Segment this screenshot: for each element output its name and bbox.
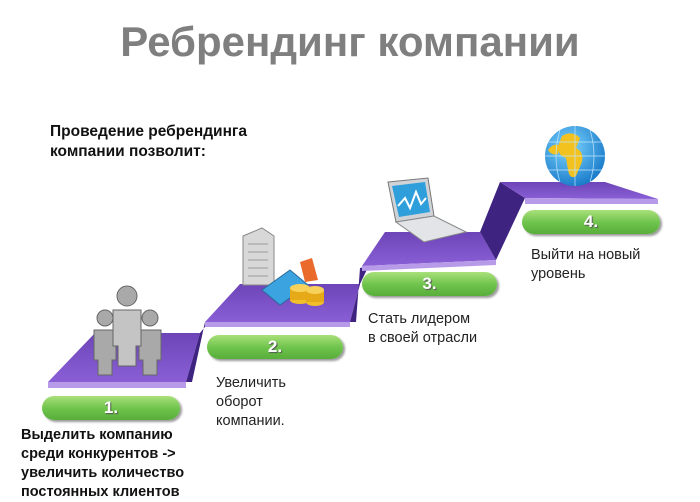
- desc-line: постоянных клиентов: [21, 484, 180, 500]
- desc-line: среди конкурентов ->: [21, 446, 176, 462]
- globe-icon: [545, 126, 605, 186]
- building-money-icon: [242, 227, 324, 306]
- step-1-badge: 1.: [42, 396, 180, 420]
- step-3-platform: [362, 232, 496, 266]
- desc-line: в своей отрасли: [368, 330, 478, 346]
- step-3-badge: 3.: [362, 272, 497, 296]
- step-3-edge: [362, 260, 496, 271]
- step-1-description: Выделить компанию среди конкурентов -> у…: [21, 426, 184, 502]
- step-3-description: Стать лидером в своей отрасли: [368, 310, 477, 348]
- step-4-badge: 4.: [522, 210, 660, 234]
- riser-1: [186, 284, 240, 382]
- desc-line: увеличить количество: [21, 465, 185, 481]
- step-2-description: Увеличить оборот компании.: [216, 374, 286, 431]
- riser-2: [350, 232, 385, 322]
- desc-line: Стать лидером: [368, 311, 471, 327]
- step-4-platform: [500, 182, 658, 199]
- desc-line: уровень: [531, 266, 586, 282]
- step-4-edge: [525, 198, 658, 204]
- desc-line: оборот: [216, 394, 263, 410]
- step-1-edge: [48, 382, 186, 388]
- desc-line: Увеличить: [216, 375, 286, 391]
- subtitle-line: компании позволит:: [50, 143, 206, 160]
- desc-line: Выделить компанию: [21, 427, 173, 443]
- subtitle: Проведение ребрендинга компании позволит…: [50, 122, 247, 162]
- riser-3: [480, 182, 525, 260]
- desc-line: Выйти на новый: [531, 247, 641, 263]
- laptop-icon: [387, 177, 468, 243]
- step-2-edge: [205, 322, 350, 327]
- step-2-badge: 2.: [207, 335, 343, 359]
- step-4-description: Выйти на новый уровень: [531, 246, 640, 284]
- desc-line: компании.: [216, 413, 285, 429]
- subtitle-line: Проведение ребрендинга: [50, 123, 248, 140]
- page-title: Ребрендинг компании: [120, 18, 580, 65]
- people-icon: [93, 285, 162, 376]
